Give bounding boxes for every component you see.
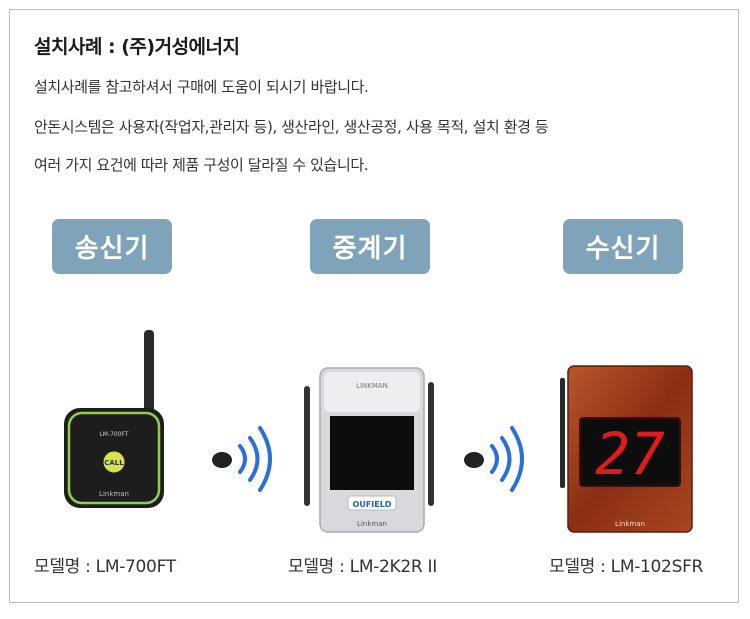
- receiver-display-number: 27: [595, 420, 665, 488]
- wireless-signal-icon: [212, 426, 272, 492]
- transmitter-model-text: LM-700FT: [99, 431, 128, 438]
- page-title: 설치사례 : (주)거성에너지: [34, 36, 240, 58]
- repeater-logo-text: OUFIELD: [353, 500, 392, 509]
- transmitter-label: 송신기: [52, 219, 172, 274]
- description-line-1: 설치사례를 참고하셔서 구매에 도움이 되시기 바랍니다.: [34, 78, 369, 96]
- repeater-label: 중계기: [310, 219, 430, 274]
- receiver-label: 수신기: [563, 219, 683, 274]
- wireless-signal-icon: [464, 426, 524, 492]
- repeater-brand-text: Linkman: [357, 520, 387, 528]
- repeater-model-caption: 모델명 : LM-2K2R II: [288, 557, 437, 577]
- receiver-image: 27 Linkman: [560, 365, 693, 533]
- transmitter-model-caption: 모델명 : LM-700FT: [34, 557, 176, 577]
- receiver-brand-text: Linkman: [615, 520, 645, 528]
- receiver-model-caption: 모델명 : LM-102SFR: [549, 557, 704, 577]
- description-line-2: 안돈시스템은 사용자(작업자,관리자 등), 생산라인, 생산공정, 사용 목적…: [34, 118, 549, 136]
- transmitter-brand-text: Linkman: [99, 490, 129, 498]
- description-line-3: 여러 가지 요건에 따라 제품 구성이 달라질 수 있습니다.: [34, 156, 369, 174]
- repeater-image: LINKMAN OUFIELD Linkman: [304, 367, 434, 533]
- call-button-text: CALL: [104, 459, 124, 467]
- transmitter-image: LM-700FT CALL Linkman: [64, 330, 164, 508]
- repeater-top-text: LINKMAN: [356, 382, 388, 390]
